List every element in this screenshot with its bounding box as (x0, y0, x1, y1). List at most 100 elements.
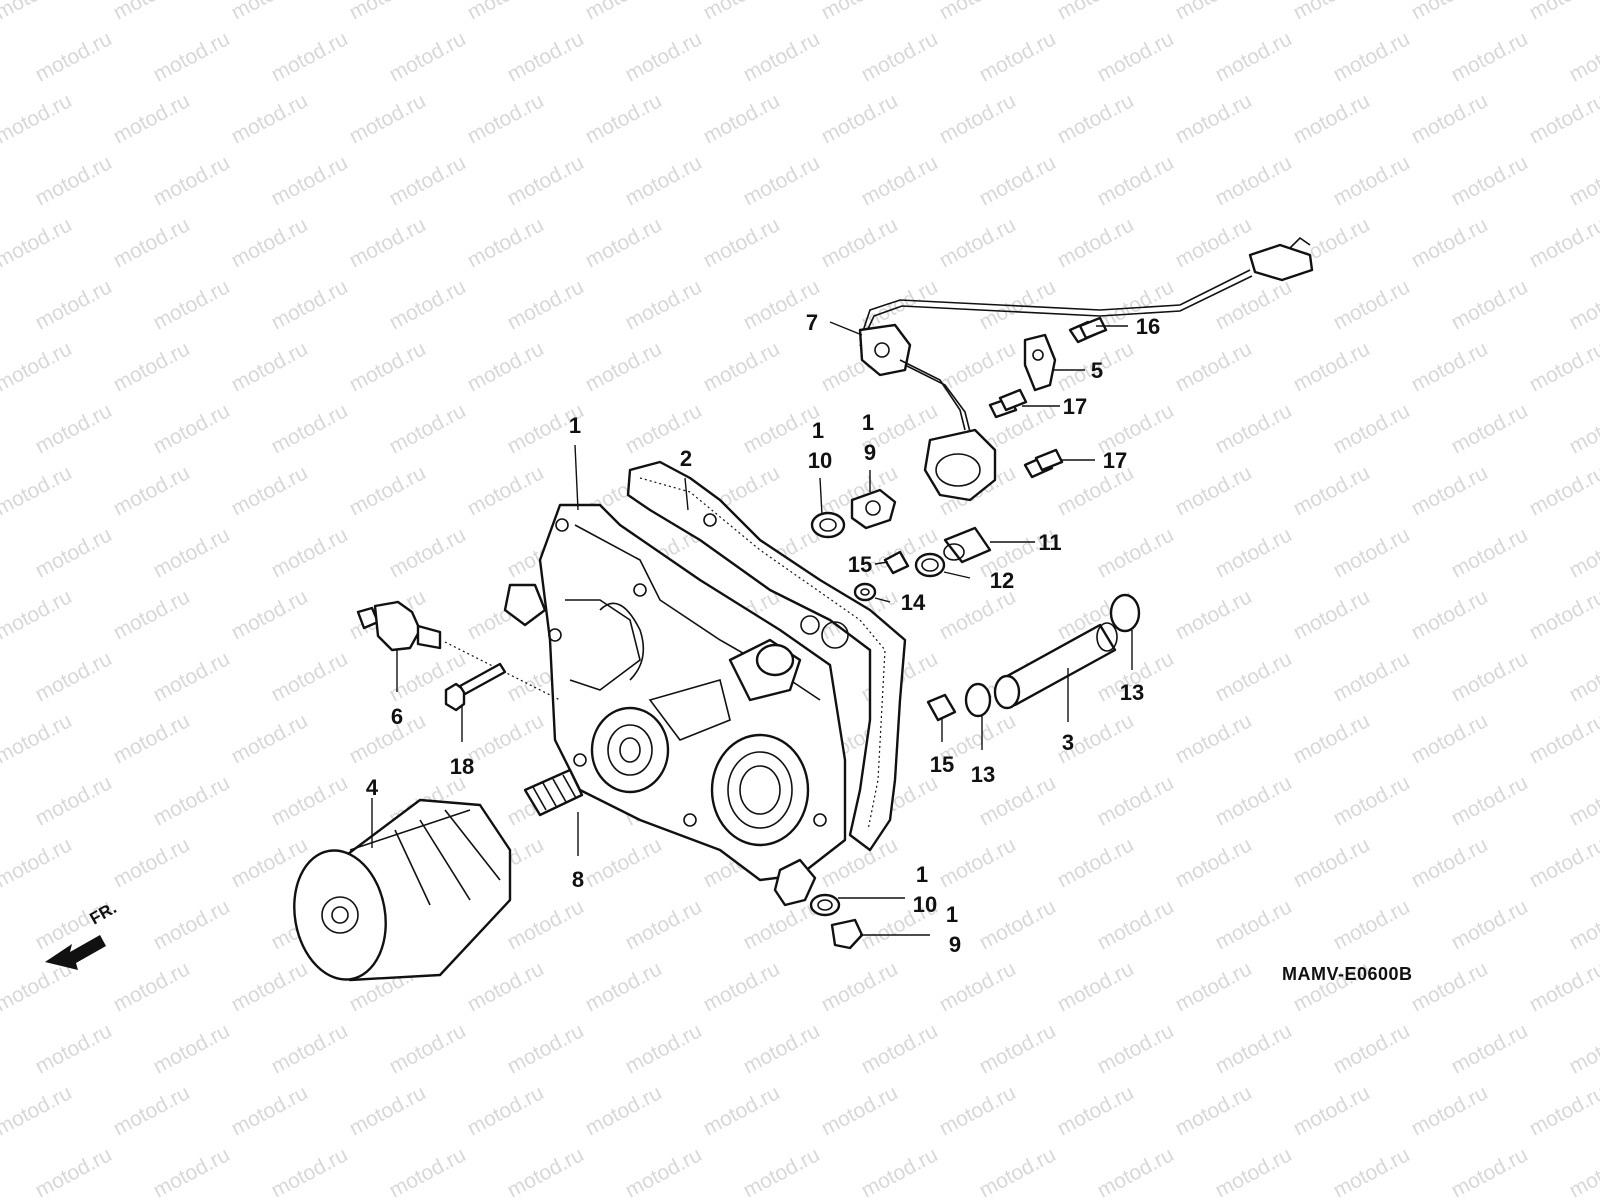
watermark-text: motod.ru (1172, 337, 1256, 396)
watermark-text: motod.ru (1172, 833, 1256, 892)
watermark-text: motod.ru (622, 399, 706, 458)
watermark-text: motod.ru (0, 709, 76, 768)
callout-17: 17 (1103, 448, 1127, 473)
watermark-text: motod.ru (150, 151, 234, 210)
watermark-text: motod.ru (1408, 709, 1492, 768)
watermark-text: motod.ru (1330, 27, 1414, 86)
watermark-text: motod.ru (110, 89, 194, 148)
watermark-text: motod.ru (464, 89, 548, 148)
watermark-text: motod.ru (1448, 151, 1532, 210)
watermark-text: motod.ru (1212, 647, 1296, 706)
plug-9-lower (830, 918, 864, 950)
watermark-text: motod.ru (386, 523, 470, 582)
watermark-text: motod.ru (936, 0, 1020, 24)
watermark-text: motod.ru (976, 1143, 1060, 1200)
watermark-text: motod.ru (858, 1019, 942, 1078)
watermark-text: motod.ru (1172, 585, 1256, 644)
watermark-text: motod.ru (1094, 27, 1178, 86)
watermark-text: motod.ru (110, 957, 194, 1016)
watermark-text: motod.ru (582, 0, 666, 24)
watermark-text: motod.ru (1526, 585, 1600, 644)
clamp-plate-5 (1023, 333, 1057, 392)
watermark-text: motod.ru (622, 895, 706, 954)
watermark-text: motod.ru (346, 709, 430, 768)
watermark-text: motod.ru (32, 275, 116, 334)
watermark-text: motod.ru (504, 151, 588, 210)
callout-14: 14 (901, 590, 926, 615)
o-ring-13-left (964, 682, 992, 718)
watermark-text: motod.ru (1290, 585, 1374, 644)
watermark-text: motod.ru (1526, 833, 1600, 892)
watermark-text: motod.ru (1448, 771, 1532, 830)
watermark-text: motod.ru (228, 709, 312, 768)
watermark-text: motod.ru (268, 1019, 352, 1078)
callout-6: 6 (391, 704, 403, 729)
callout-10: 10 (808, 448, 832, 473)
watermark-text: motod.ru (1566, 275, 1600, 334)
watermark-text: motod.ru (818, 1081, 902, 1140)
watermark-text: motod.ru (0, 337, 76, 396)
callout-13: 13 (971, 762, 995, 787)
watermark-text: motod.ru (1094, 523, 1178, 582)
watermark-text: motod.ru (32, 771, 116, 830)
watermark-text: motod.ru (1448, 275, 1532, 334)
watermark-text: motod.ru (858, 151, 942, 210)
watermark-text: motod.ru (818, 0, 902, 24)
watermark-text: motod.ru (1566, 27, 1600, 86)
sensor-harness (858, 236, 1314, 502)
o-ring-12 (914, 552, 946, 578)
watermark-text: motod.ru (858, 27, 942, 86)
watermark-text: motod.ru (582, 957, 666, 1016)
callout-18: 18 (450, 754, 474, 779)
watermark-text: motod.ru (1448, 1019, 1532, 1078)
callout-1: 1 (812, 418, 824, 443)
callout-15: 15 (930, 752, 954, 777)
watermark-text: motod.ru (32, 1019, 116, 1078)
watermark-text: motod.ru (1212, 151, 1296, 210)
leader-lines (371, 321, 1133, 936)
watermark-text: motod.ru (386, 275, 470, 334)
watermark-text: motod.ru (1330, 895, 1414, 954)
watermark-text: motod.ru (32, 647, 116, 706)
watermark-text: motod.ru (464, 0, 548, 24)
watermark-text: motod.ru (740, 1143, 824, 1200)
watermark-text: motod.ru (346, 461, 430, 520)
watermark-text: motod.ru (110, 213, 194, 272)
watermark-text: motod.ru (464, 337, 548, 396)
watermark-text: motod.ru (110, 461, 194, 520)
bolt-16 (1068, 316, 1108, 344)
watermark-text: motod.ru (976, 27, 1060, 86)
watermark-text: motod.ru (936, 1081, 1020, 1140)
watermark-text: motod.ru (32, 1143, 116, 1200)
watermark-text: motod.ru (464, 1081, 548, 1140)
watermark-text: motod.ru (268, 275, 352, 334)
callout-16: 16 (1136, 314, 1160, 339)
watermark-text: motod.ru (1526, 213, 1600, 272)
watermark-text: motod.ru (582, 89, 666, 148)
watermark-text: motod.ru (1408, 213, 1492, 272)
watermark-text: motod.ru (1212, 523, 1296, 582)
watermark-text: motod.ru (1448, 27, 1532, 86)
bolt-18 (444, 662, 507, 712)
washer-14 (853, 582, 877, 602)
watermark-text: motod.ru (0, 0, 76, 24)
watermark-text: motod.ru (228, 337, 312, 396)
washer-10-lower (809, 893, 841, 917)
watermark-text: motod.ru (0, 833, 76, 892)
watermark-text: motod.ru (936, 585, 1020, 644)
watermark-text: motod.ru (582, 833, 666, 892)
bolt-17-upper (988, 388, 1028, 419)
watermark-text: motod.ru (1408, 461, 1492, 520)
watermark-text: motod.ru (346, 1081, 430, 1140)
watermark-text: motod.ru (504, 275, 588, 334)
oil-pipe-3 (993, 622, 1118, 710)
watermark-text: motod.ru (1212, 399, 1296, 458)
watermark-text: motod.ru (32, 523, 116, 582)
watermark-text: motod.ru (700, 337, 784, 396)
watermark-text: motod.ru (1526, 89, 1600, 148)
watermark-text: motod.ru (1172, 1081, 1256, 1140)
watermark-text: motod.ru (1448, 895, 1532, 954)
watermark-text: motod.ru (622, 1143, 706, 1200)
watermark-text: motod.ru (1566, 771, 1600, 830)
watermark-text: motod.ru (1290, 709, 1374, 768)
